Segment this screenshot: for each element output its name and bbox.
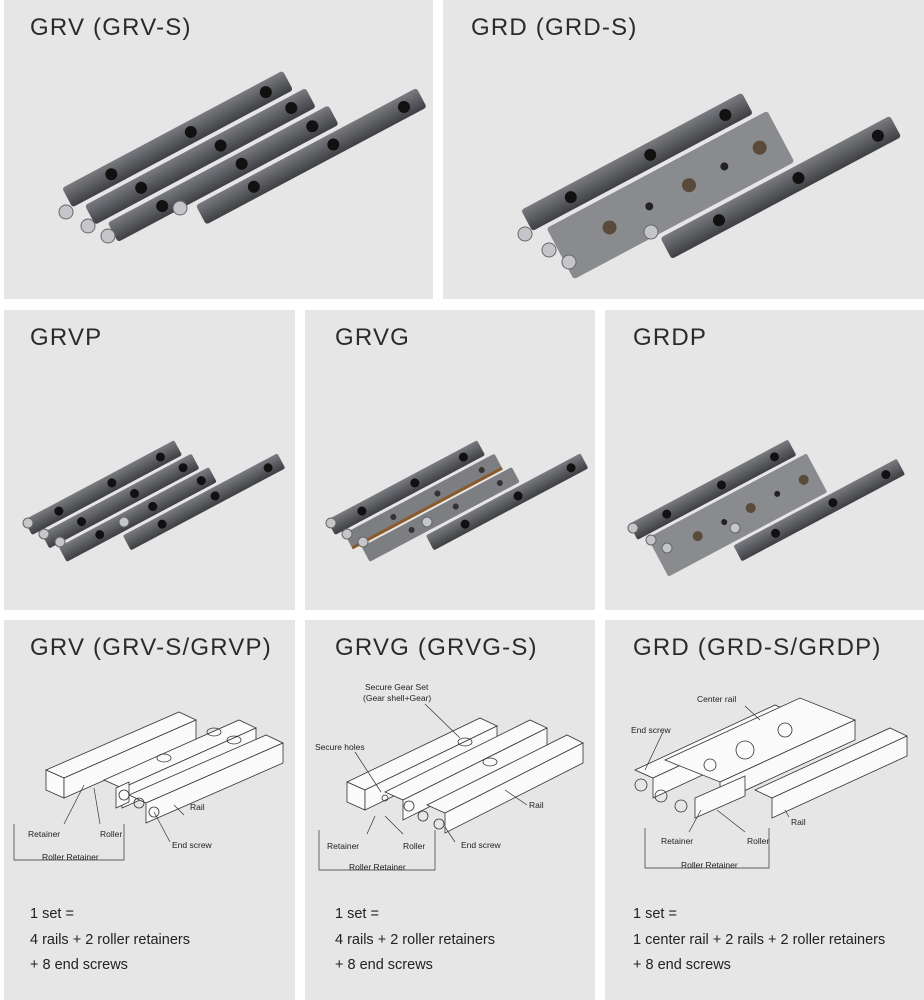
label-roller: Roller: [100, 829, 122, 839]
set-contents: 1 set = 4 rails + 2 roller retainers + 8…: [30, 902, 190, 979]
product-panel-grv: GRV (GRV-S): [4, 0, 433, 299]
product-photo-grv: [58, 71, 426, 244]
label-end-screw: End screw: [461, 840, 502, 850]
label-center-rail: Center rail: [697, 694, 736, 704]
set-line: 4 rails + 2 roller retainers: [335, 931, 495, 948]
label-secure-holes: Secure holes: [315, 742, 365, 752]
label-retainer: Retainer: [28, 829, 60, 839]
panel-title: GRD (GRD-S): [471, 14, 638, 41]
set-line: + 8 end screws: [30, 957, 128, 973]
diagram-title: GRD (GRD-S/GRDP): [633, 634, 882, 661]
diagram-panel-grd: GRD (GRD-S/GRDP) Center rail End screw R…: [605, 620, 924, 1000]
label-gear-detail: (Gear shell+Gear): [363, 693, 431, 703]
label-retainer: Retainer: [661, 836, 693, 846]
label-end-screw: End screw: [172, 840, 213, 850]
set-line: 4 rails + 2 roller retainers: [30, 931, 190, 948]
product-photo-grd: [517, 93, 901, 279]
label-roller-retainer: Roller Retainer: [681, 860, 738, 870]
label-end-screw: End screw: [631, 725, 672, 735]
diagram-panel-grvg: GRVG (GRVG-S) Secure Gear Set (Gear shel…: [305, 620, 595, 1000]
exploded-diagram-grd: Center rail End screw Retainer Roller Ro…: [631, 694, 908, 870]
set-line: 1 center rail + 2 rails + 2 roller retai…: [633, 931, 886, 948]
set-line: + 8 end screws: [335, 957, 433, 973]
diagram-title: GRV (GRV-S/GRVP): [30, 634, 272, 661]
label-roller-retainer: Roller Retainer: [349, 862, 406, 872]
panel-title: GRVP: [30, 324, 103, 351]
panel-title: GRVG: [335, 324, 411, 351]
diagram-panel-grv: GRV (GRV-S/GRVP) Retainer Roller Roller …: [4, 620, 295, 1000]
product-photo-grvp: [22, 440, 285, 562]
set-line: 1 set =: [633, 906, 677, 922]
exploded-diagram-grvg: Secure Gear Set (Gear shell+Gear) Secure…: [315, 682, 584, 872]
label-rail: Rail: [529, 800, 544, 810]
product-panel-grd: GRD (GRD-S): [443, 0, 924, 299]
product-panel-grdp: GRDP: [605, 310, 924, 610]
set-line: + 8 end screws: [633, 957, 731, 973]
exploded-diagram-grv: Retainer Roller Roller Retainer End scre…: [13, 711, 284, 862]
set-line: 1 set =: [30, 906, 74, 922]
panel-title: GRV (GRV-S): [30, 14, 192, 41]
label-retainer: Retainer: [327, 841, 359, 851]
set-line: 1 set =: [335, 906, 379, 922]
label-roller: Roller: [403, 841, 425, 851]
diagram-title: GRVG (GRVG-S): [335, 634, 538, 661]
set-contents: 1 set = 4 rails + 2 roller retainers + 8…: [335, 902, 495, 979]
product-photo-grvg: [325, 440, 588, 562]
product-panel-grvp: GRVP: [4, 310, 295, 610]
label-secure-gear-set: Secure Gear Set: [365, 682, 429, 692]
product-photo-grdp: [627, 440, 905, 576]
label-rail: Rail: [791, 817, 806, 827]
product-panel-grvg: GRVG: [305, 310, 595, 610]
label-roller-retainer: Roller Retainer: [42, 852, 99, 862]
label-rail: Rail: [190, 802, 205, 812]
panel-title: GRDP: [633, 324, 708, 351]
set-contents: 1 set = 1 center rail + 2 rails + 2 roll…: [633, 902, 885, 979]
label-roller: Roller: [747, 836, 769, 846]
